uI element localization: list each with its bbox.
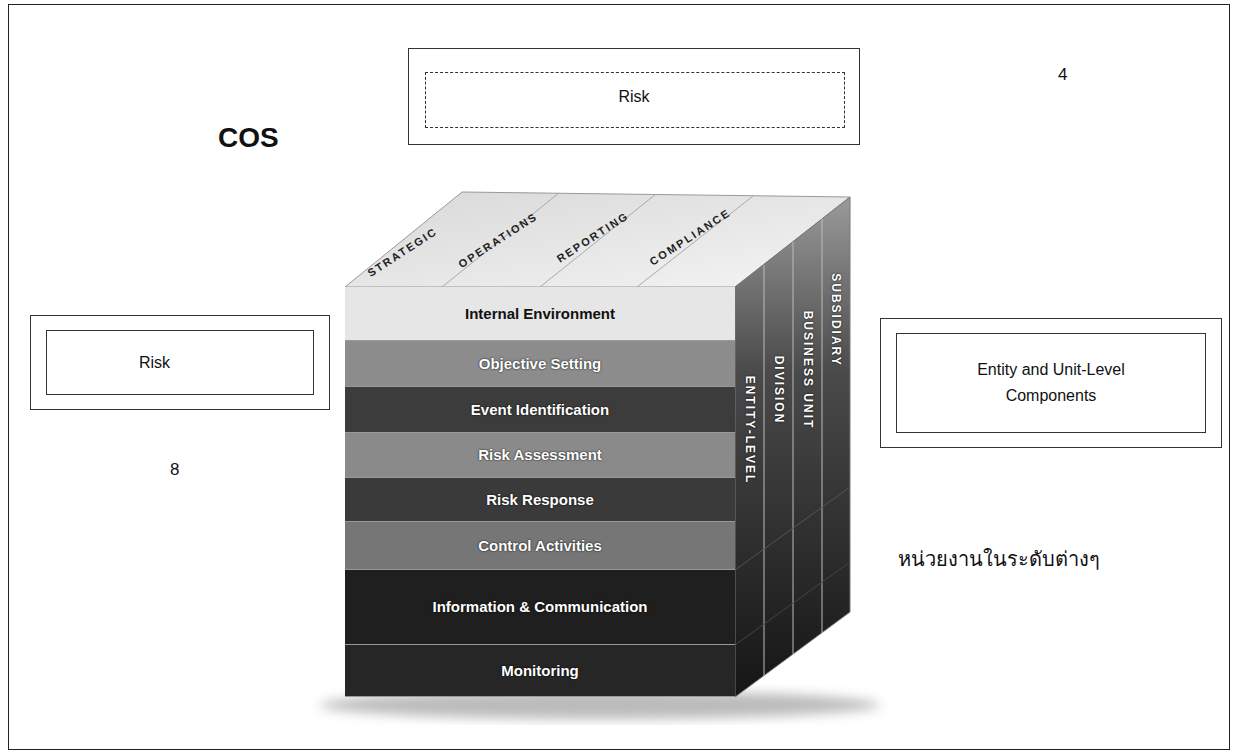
face-label: OPERATIONS: [456, 210, 540, 270]
cube-layer-band: Risk Assessment: [345, 433, 735, 478]
heading-label: COS: [218, 122, 279, 154]
cube-layer-band: Control Activities: [345, 522, 735, 570]
callout-number: 8: [170, 460, 179, 480]
box-label: Risk: [618, 84, 649, 110]
box-label: Entity and Unit-Level Components: [936, 357, 1166, 408]
note-label: หน่วยงานในระดับต่างๆ: [898, 543, 1100, 575]
face-label: COMPLIANCE: [647, 206, 732, 267]
callout-number: 4: [1058, 65, 1067, 85]
text-box: Entity and Unit-Level Components: [880, 318, 1222, 448]
text-box: Risk: [30, 315, 330, 410]
inner-frame: [896, 333, 1206, 433]
layer-label: Monitoring: [501, 659, 578, 683]
layer-label: Event Identification: [471, 398, 609, 422]
cube-layer-band: Monitoring: [345, 645, 735, 697]
cube-layer-band: Risk Response: [345, 478, 735, 522]
layer-label: Internal Environment: [465, 302, 615, 326]
face-label: BUSINESS UNIT: [801, 311, 815, 430]
face-label: SUBSIDIARY: [829, 273, 843, 367]
face-label: DIVISION: [772, 356, 786, 425]
layer-label: Objective Setting: [479, 352, 602, 376]
layer-label: Control Activities: [478, 534, 602, 558]
layer-label: Risk Assessment: [478, 443, 602, 467]
cube-layer-band: Event Identification: [345, 387, 735, 433]
text-box: Risk: [408, 48, 860, 145]
cube-layer-band: Information & Communication: [345, 570, 735, 645]
cube-layer-band: Internal Environment: [345, 287, 735, 341]
inner-frame: [46, 330, 314, 395]
cube-layer-band: Objective Setting: [345, 341, 735, 387]
face-label: ENTITY-LEVEL: [743, 376, 757, 485]
face-label: REPORTING: [555, 209, 631, 264]
layer-label: Risk Response: [486, 488, 594, 512]
layer-label: Information & Communication: [433, 595, 648, 619]
face-label: STRATEGIC: [365, 225, 439, 279]
box-label: Risk: [139, 350, 170, 376]
